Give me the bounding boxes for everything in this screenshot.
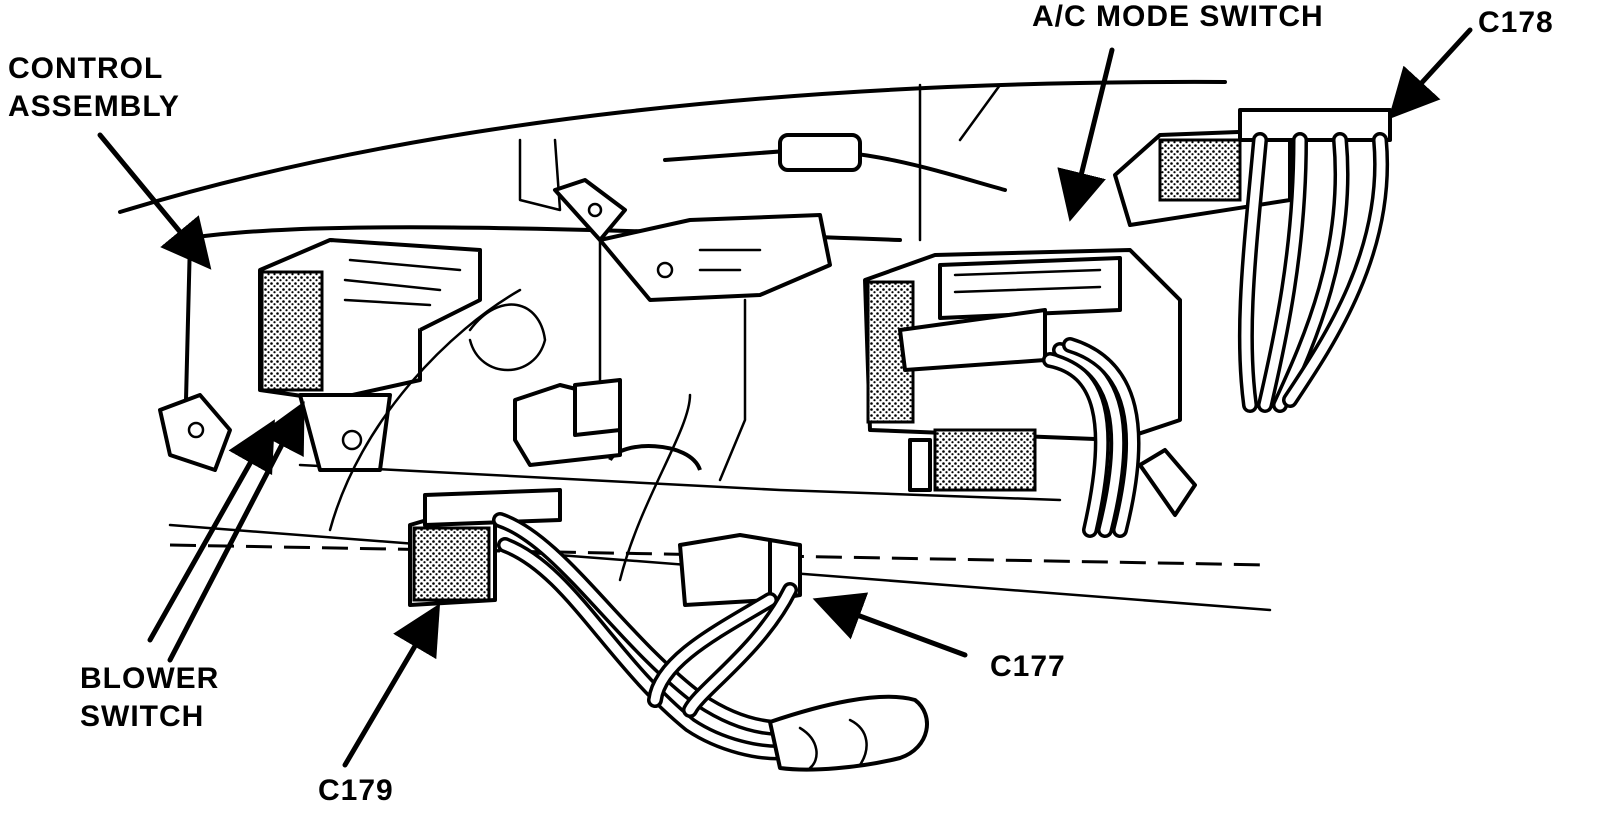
ac-mode-switch-body — [863, 248, 1197, 517]
c179-label: C179 — [318, 774, 394, 807]
c177-connector — [618, 393, 802, 607]
c178-arrow — [1388, 27, 1473, 120]
blower-switch-arrow-1 — [147, 419, 275, 643]
control-assembly-label-line1: CONTROL — [8, 52, 163, 85]
center-connector — [468, 303, 622, 467]
ac-mode-switch-wires — [1042, 337, 1141, 538]
ac-mode-switch-label: A/C MODE SWITCH — [1032, 0, 1324, 33]
ac-mode-switch-arrow — [1057, 47, 1115, 222]
center-bracket — [553, 133, 1007, 482]
leader-arrows — [97, 27, 1473, 768]
c178-connector — [1113, 108, 1392, 413]
blower-switch-label-line2: SWITCH — [80, 700, 204, 733]
c177-arrow — [812, 592, 968, 658]
c179-arrow — [342, 603, 441, 768]
blower-switch-body — [158, 238, 482, 472]
control-assembly-label-line2: ASSEMBLY — [8, 90, 180, 123]
blower-switch-label-line1: BLOWER — [80, 662, 219, 695]
c178-label: C178 — [1478, 6, 1554, 39]
blower-switch-arrow-2 — [167, 401, 305, 663]
main-harness — [492, 512, 929, 772]
control-assembly-arrow — [97, 132, 212, 270]
c177-label: C177 — [990, 650, 1066, 683]
c179-connector — [328, 288, 562, 607]
